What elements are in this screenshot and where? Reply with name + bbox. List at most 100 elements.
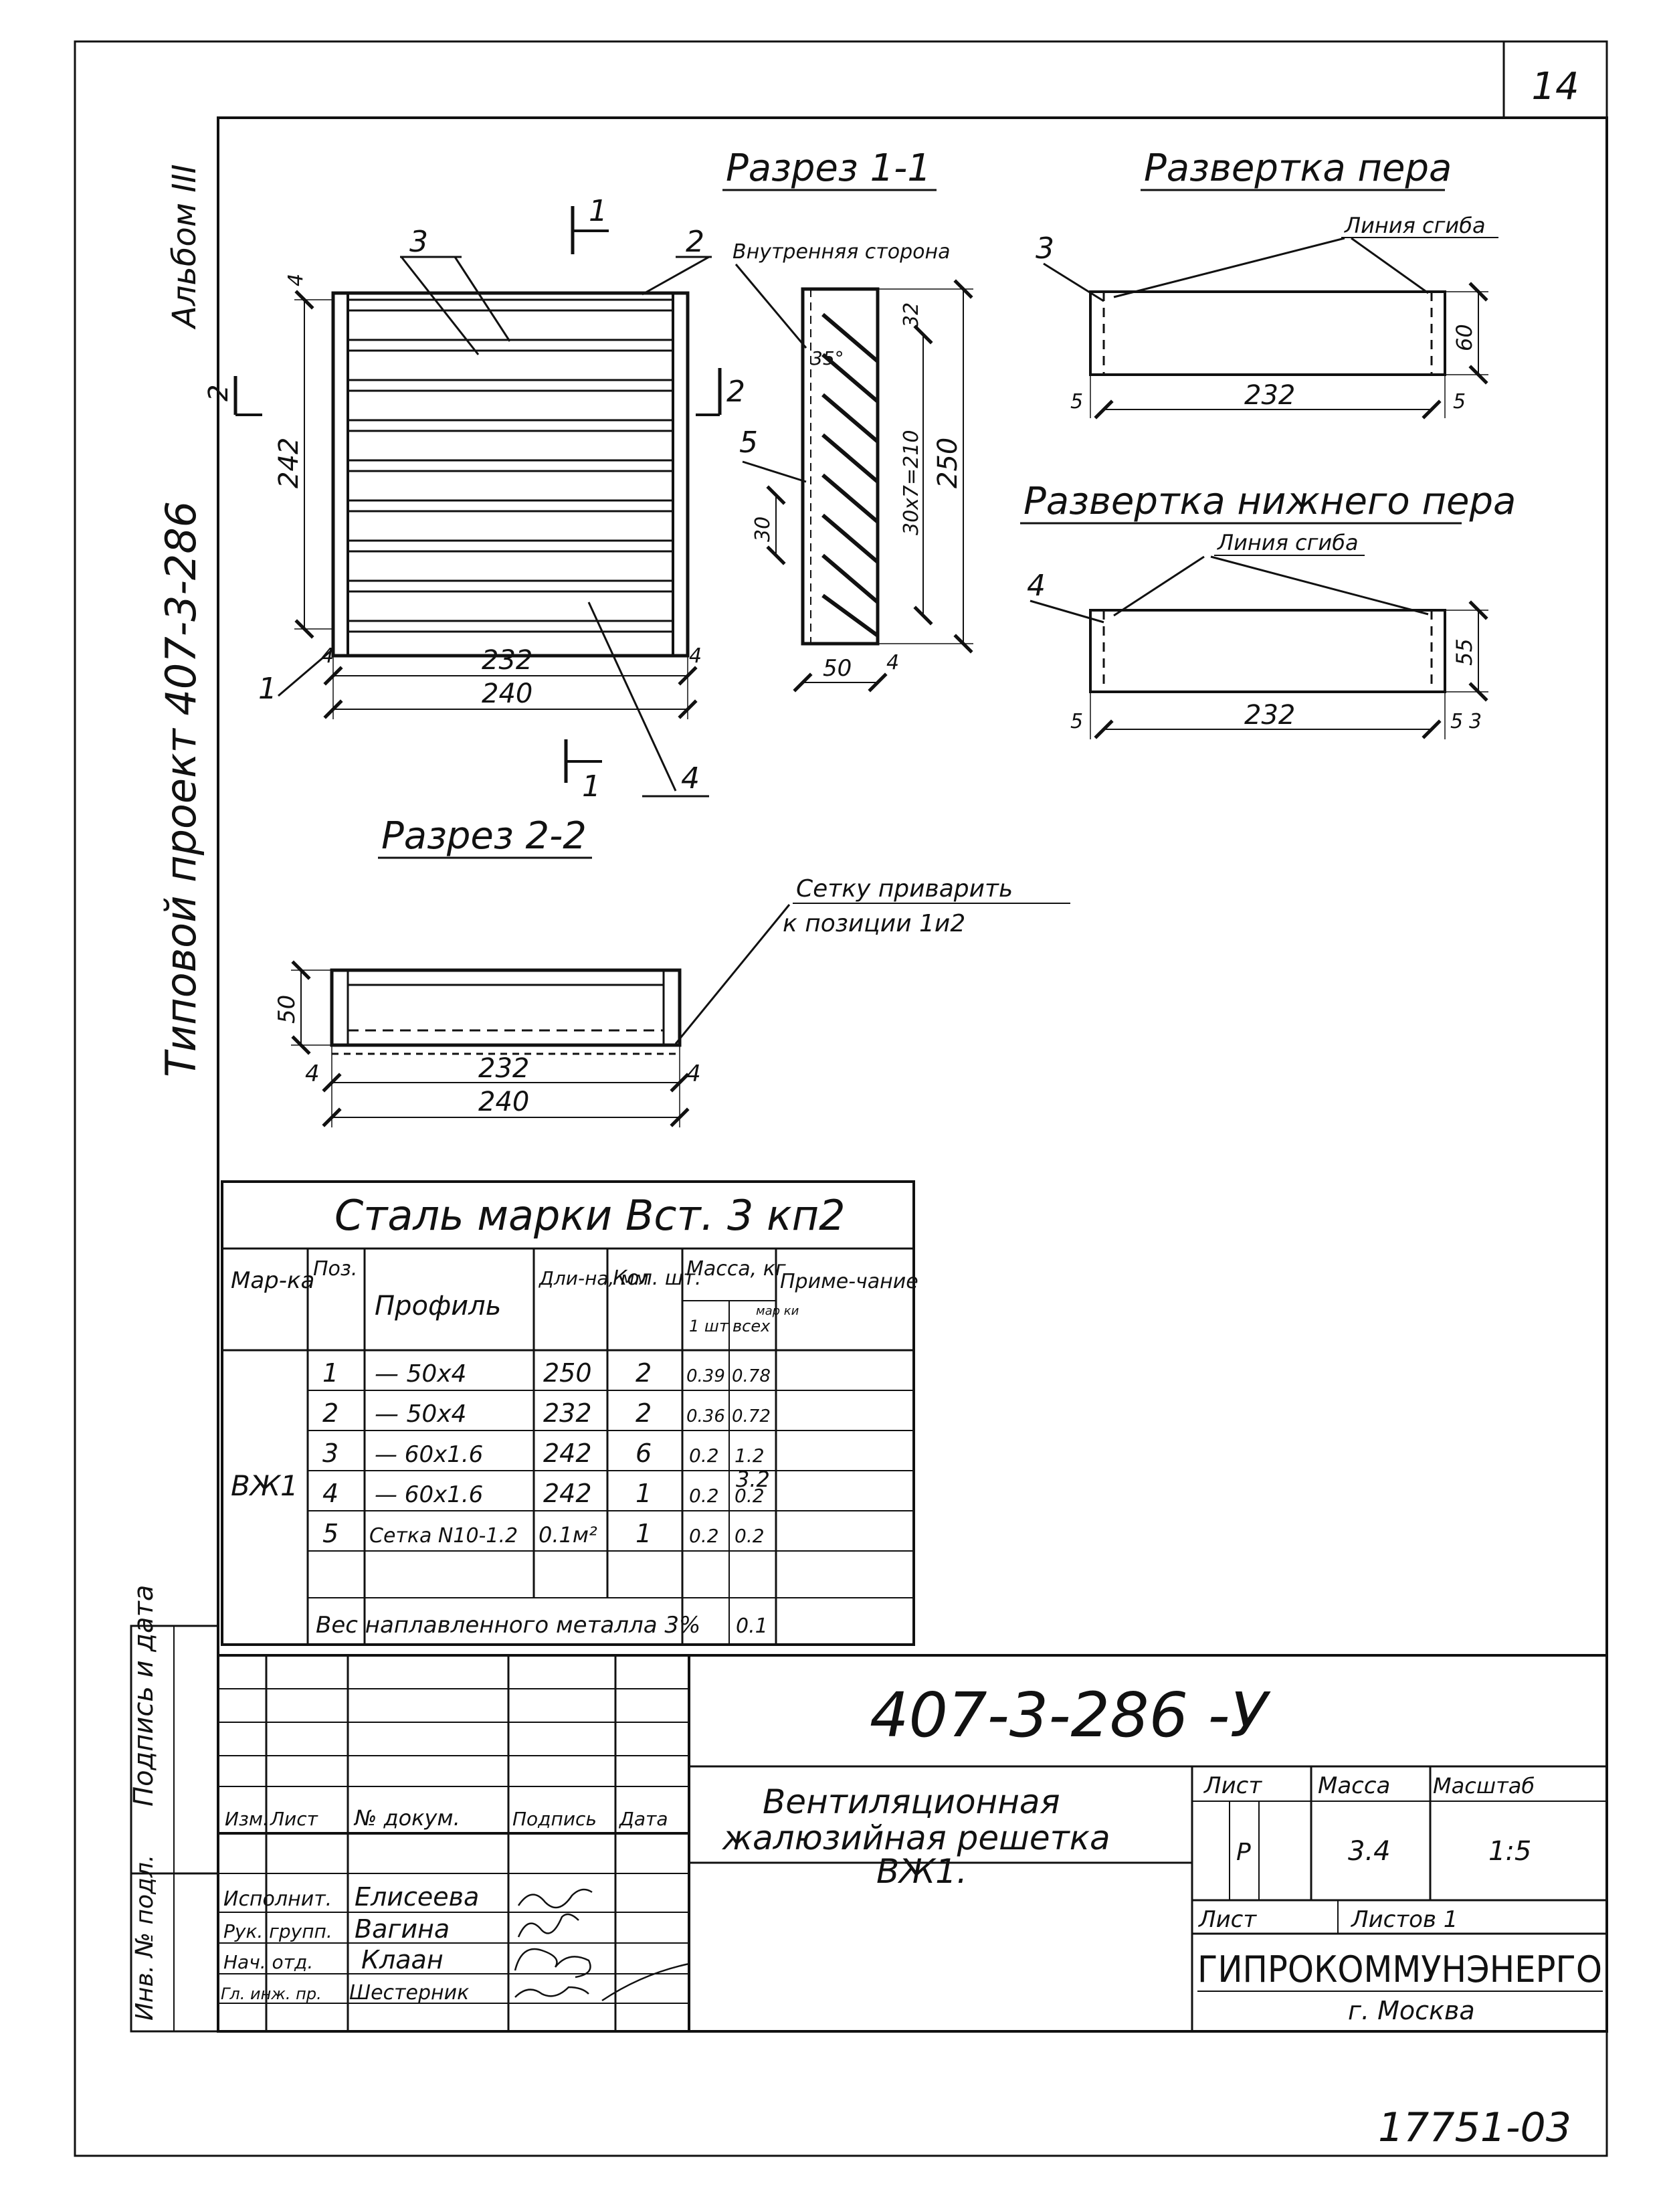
spec-row-5: 5 Сетка N10-1.2 0.1м² 1 0.2 0.2: [322, 1519, 765, 1548]
svg-text:242: 242: [543, 1439, 592, 1468]
blade-dim-5-r: 5: [1453, 390, 1466, 413]
blade-bend-leader-a: [1113, 237, 1345, 298]
svg-text:50: 50: [823, 655, 852, 682]
doc-title-3: ВЖ1.: [876, 1852, 967, 1891]
tb-head-doc: № докум.: [353, 1805, 460, 1831]
svg-text:1: 1: [582, 769, 601, 804]
handwritten-signatures: [514, 1888, 690, 2002]
svg-text:3: 3: [322, 1439, 338, 1468]
cut-marker-2-left: 2: [203, 376, 262, 416]
cut-marker-1-top: 1: [571, 194, 609, 254]
svg-text:232: 232: [482, 645, 532, 676]
grille-section-22: [330, 968, 682, 1055]
lower-blade-title: Развертка нижнего пера: [1023, 480, 1516, 523]
svg-text:2: 2: [636, 1398, 652, 1428]
svg-text:2: 2: [203, 385, 234, 401]
tb-head-sign: Подпись: [512, 1808, 597, 1830]
tb-head-list: Лист: [270, 1808, 318, 1830]
lower-blade-dim-55: 55: [1445, 600, 1488, 702]
svg-text:1: 1: [589, 194, 607, 228]
side-album-label: Альбом III: [166, 164, 203, 330]
doc-code: 407-3-286 -У: [870, 1679, 1271, 1751]
spec-table: [221, 1180, 915, 1646]
svg-text:5: 5: [322, 1519, 338, 1548]
svg-text:50: 50: [274, 995, 300, 1024]
cut-marker-1-bottom: 1: [564, 739, 602, 804]
spec-head-pos: Поз.: [313, 1257, 357, 1281]
svg-text:55: 55: [1452, 638, 1477, 666]
svg-text:1: 1: [636, 1479, 652, 1508]
svg-text:Клаан: Клаан: [361, 1945, 444, 1974]
tb-val-list: Р: [1236, 1839, 1251, 1866]
svg-text:Сетка N10-1.2: Сетка N10-1.2: [369, 1524, 518, 1548]
org-city: г. Москва: [1348, 1996, 1475, 2025]
dim-250: 250: [878, 279, 973, 654]
svg-text:6: 6: [636, 1439, 652, 1468]
svg-text:0.2: 0.2: [689, 1525, 719, 1547]
tb-head-izm: Изм.: [225, 1808, 269, 1830]
section22-dim-4-l: 4: [305, 1061, 320, 1087]
pos-label-4: 4: [681, 761, 700, 796]
svg-text:240: 240: [482, 678, 532, 709]
pos-label-2: 2: [686, 225, 704, 259]
svg-text:0.2: 0.2: [735, 1525, 765, 1547]
spec-head-mark: Мар-ка: [231, 1267, 314, 1294]
svg-text:Исполнит.: Исполнит.: [223, 1887, 332, 1911]
blade-title: Развертка пера: [1144, 147, 1452, 190]
section22-dim-4-r: 4: [686, 1061, 701, 1087]
svg-text:232: 232: [543, 1398, 592, 1428]
pos-label-1: 1: [258, 672, 277, 706]
svg-text:Вагина: Вагина: [355, 1914, 450, 1944]
spec-row-4: 4 — 60x1.6 242 1 0.2 0.2: [322, 1479, 765, 1508]
spec-head-mmark: мар ки: [756, 1304, 799, 1318]
blade-dim-60: 60: [1445, 282, 1488, 385]
dim-4-bottom-l: 4: [321, 644, 334, 668]
pos-leader-3a: [400, 256, 480, 355]
svg-text:Нач. отд.: Нач. отд.: [223, 1951, 313, 1973]
dim-50: 50: [793, 655, 888, 693]
dim-4-bottom-r: 4: [689, 644, 702, 668]
dim-4-top: 4: [284, 274, 308, 286]
svg-text:2: 2: [636, 1358, 652, 1388]
svg-text:2: 2: [322, 1398, 338, 1428]
section22-dim-232: 232: [322, 1053, 690, 1093]
svg-text:0.2: 0.2: [689, 1485, 719, 1507]
pos-leader-4: [587, 602, 677, 792]
org-name: ГИПРОКОММУНЭНЕРГО: [1197, 1948, 1602, 1991]
blade-pos-leader: [1043, 262, 1104, 302]
svg-text:1: 1: [322, 1358, 338, 1388]
svg-text:0.2: 0.2: [735, 1485, 765, 1507]
spec-head-mall: всех: [733, 1317, 771, 1335]
lower-blade-pos-leader: [1030, 600, 1104, 624]
svg-text:0.39: 0.39: [686, 1366, 725, 1386]
svg-text:1.2: 1.2: [735, 1445, 765, 1467]
title-block: [218, 1654, 1607, 2031]
blade-pos-3: 3: [1036, 232, 1054, 266]
svg-text:232: 232: [1244, 700, 1295, 731]
svg-text:232: 232: [478, 1053, 529, 1084]
svg-text:30x7=210: 30x7=210: [900, 430, 923, 535]
svg-text:250: 250: [543, 1358, 592, 1388]
spec-row-1: 1 — 50x4 250 2 0.39 0.78: [322, 1358, 771, 1388]
lower-blade-outline: [1089, 609, 1446, 693]
dim-30: 30: [751, 485, 786, 565]
dim-232: 232: [323, 645, 698, 686]
dim-210: 30x7=210: [900, 325, 933, 626]
doc-title-1: Вентиляционная: [763, 1782, 1060, 1821]
dim-240: 240: [323, 656, 698, 719]
spec-head-mass: Масса, кг: [686, 1257, 786, 1281]
inner-frame: [217, 116, 1608, 2033]
lower-blade-dim-3: 3: [1469, 710, 1482, 733]
svg-text:— 50x4: — 50x4: [375, 1360, 466, 1388]
spec-mark-mass: 3.2: [736, 1467, 770, 1492]
bottom-archive-number: 17751-03: [1378, 2104, 1571, 2151]
pos-leader-5: [742, 460, 807, 483]
tb-lbl-list: Лист: [1203, 1772, 1262, 1799]
signatory-1: Исполнит. Елисеева: [223, 1882, 479, 1912]
svg-text:0.2: 0.2: [689, 1445, 719, 1467]
section11-title: Разрез 1-1: [726, 147, 931, 190]
lower-blade-dim-232: 232: [1090, 692, 1446, 739]
spec-row-3: 3 — 60x1.6 242 6 0.2 1.2: [322, 1439, 765, 1468]
spec-weld-mass: 0.1: [736, 1615, 768, 1638]
